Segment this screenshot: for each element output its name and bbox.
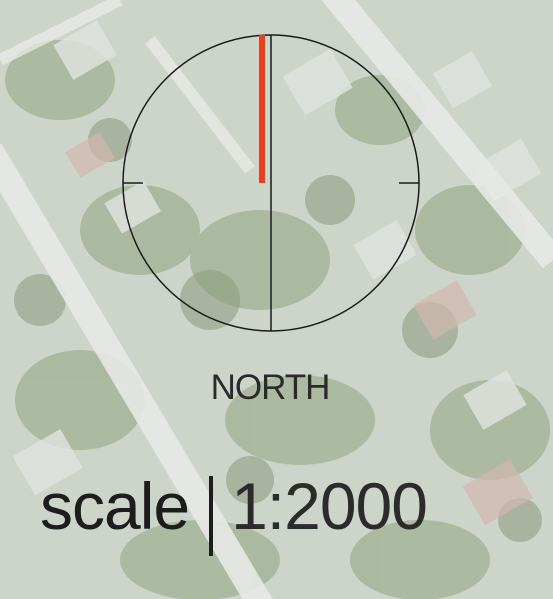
north-label: NORTH <box>210 368 331 407</box>
scale-word: scale <box>40 469 190 543</box>
scale-indicator: scale 1:2000 <box>40 468 428 558</box>
scale-divider <box>209 476 214 556</box>
scale-ratio: 1:2000 <box>231 469 428 543</box>
